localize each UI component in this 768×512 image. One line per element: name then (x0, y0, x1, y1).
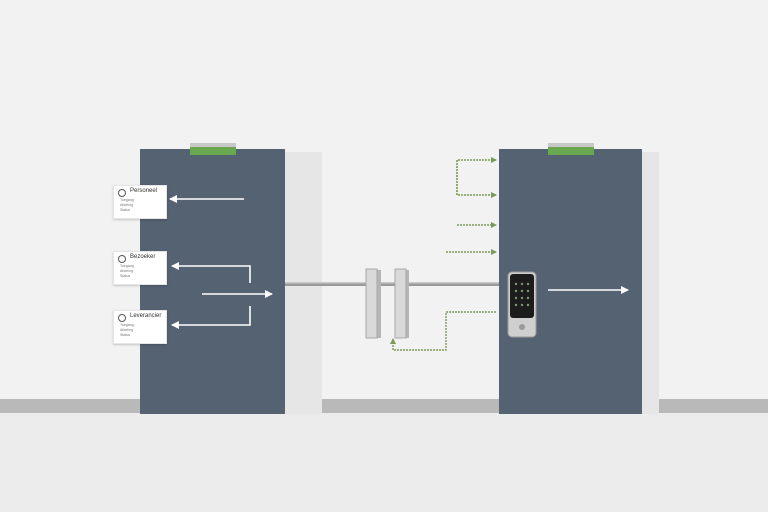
card-line: Afdeling (120, 269, 133, 273)
card-line: Toegang (120, 323, 134, 327)
card-title: Personeel (130, 188, 158, 194)
card-line: Afdeling (120, 203, 133, 207)
card-title: Bezoeker (130, 254, 156, 260)
card-line: Status (120, 208, 131, 212)
status-light-cap (190, 143, 236, 147)
card-line: Toegang (120, 198, 134, 202)
person-icon (118, 255, 126, 263)
card-line: Afdeling (120, 328, 133, 332)
connecting-bar (285, 282, 499, 286)
green-branch-top (456, 157, 497, 195)
status-light-icon (190, 146, 236, 155)
arrow-in-2 (171, 262, 251, 283)
green-return-arrow (390, 311, 496, 351)
gate-post-right (394, 268, 407, 339)
keypad-reader-icon (507, 271, 537, 338)
turnstile-gate (365, 268, 409, 339)
card-title: Leverancier (130, 313, 162, 319)
person-icon (118, 314, 126, 322)
floor (0, 413, 768, 512)
gate-post-right-shadow (405, 270, 409, 338)
tower-side-shadow (641, 152, 659, 414)
card-line: Status (120, 333, 131, 337)
card-line: Status (120, 274, 131, 278)
status-light-cap (548, 143, 594, 147)
gate-post-left-shadow (376, 270, 381, 338)
card-line: Toegang (120, 264, 134, 268)
person-card-3: Leverancier Toegang Afdeling Status (113, 310, 167, 344)
gate-post-left (365, 268, 378, 339)
person-icon (118, 189, 126, 197)
arrow-in-3 (171, 306, 251, 329)
status-light-icon (548, 146, 594, 155)
person-card-1: Personeel Toegang Afdeling Status (113, 185, 167, 219)
person-card-2: Bezoeker Toegang Afdeling Status (113, 251, 167, 285)
left-tower (140, 143, 322, 414)
connecting-bar-highlight (285, 282, 499, 284)
green-branch-bottom (456, 160, 497, 198)
